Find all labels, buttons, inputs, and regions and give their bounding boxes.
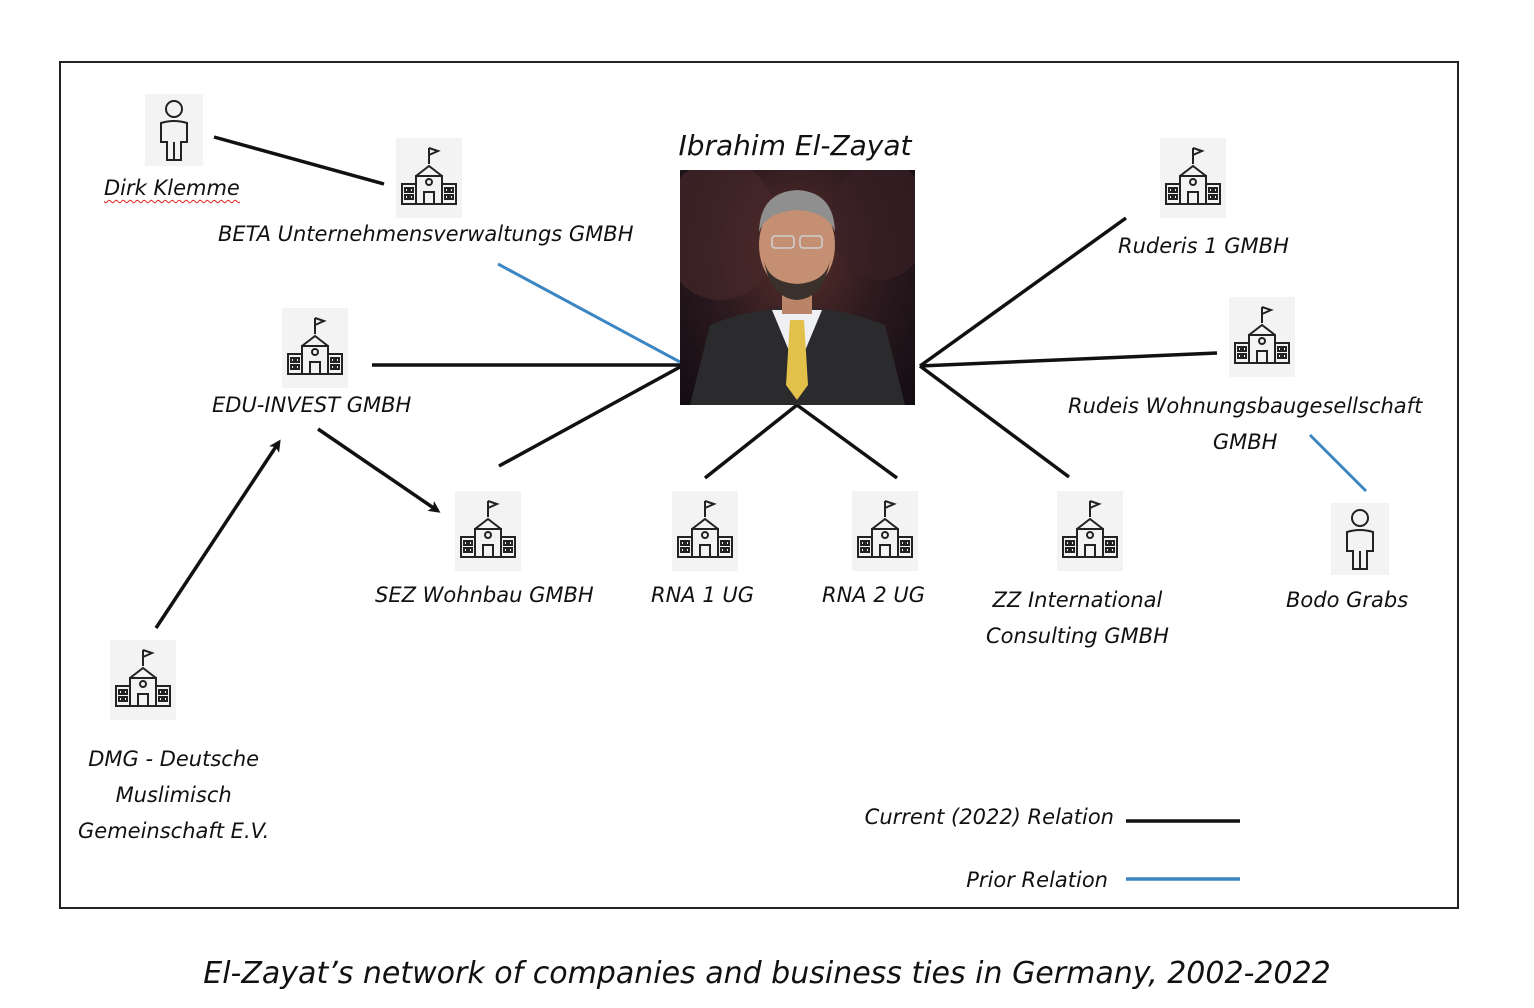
legend-current-label: Current (2022) Relation [864, 805, 1114, 829]
school-building-icon [282, 308, 348, 388]
person-icon [1331, 503, 1389, 575]
person-icon [145, 94, 203, 166]
label-beta: BETA Unternehmensverwaltungs GMBH [218, 222, 634, 246]
label-ruderis: Ruderis 1 GMBH [1118, 234, 1289, 258]
portrait-illustration [680, 170, 915, 405]
center-name: Ibrahim El-Zayat [678, 129, 912, 162]
label-dmg: DMG - Deutsche Muslimisch Gemeinschaft E… [78, 747, 270, 843]
school-building-icon [1057, 491, 1123, 571]
label-bodo: Bodo Grabs [1286, 588, 1409, 612]
school-building-icon [110, 640, 176, 720]
label-rna1: RNA 1 UG [651, 583, 755, 607]
label-dirk: Dirk Klemme [104, 176, 240, 200]
legend-prior-label: Prior Relation [966, 868, 1108, 892]
school-building-icon [396, 138, 462, 218]
label-rudeis: Rudeis Wohnungsbaugesellschaft GMBH [1068, 394, 1423, 454]
label-rna2: RNA 2 UG [822, 583, 926, 607]
figure-caption: El-Zayat’s network of companies and busi… [203, 956, 1331, 991]
school-building-icon [672, 491, 738, 571]
label-zz: ZZ International Consulting GMBH [986, 588, 1169, 648]
school-building-icon [1160, 138, 1226, 218]
label-edu: EDU-INVEST GMBH [212, 393, 412, 417]
school-building-icon [852, 491, 918, 571]
school-building-icon [1229, 297, 1295, 377]
label-sez: SEZ Wohnbau GMBH [375, 583, 594, 607]
center-portrait [680, 170, 915, 405]
school-building-icon [455, 491, 521, 571]
